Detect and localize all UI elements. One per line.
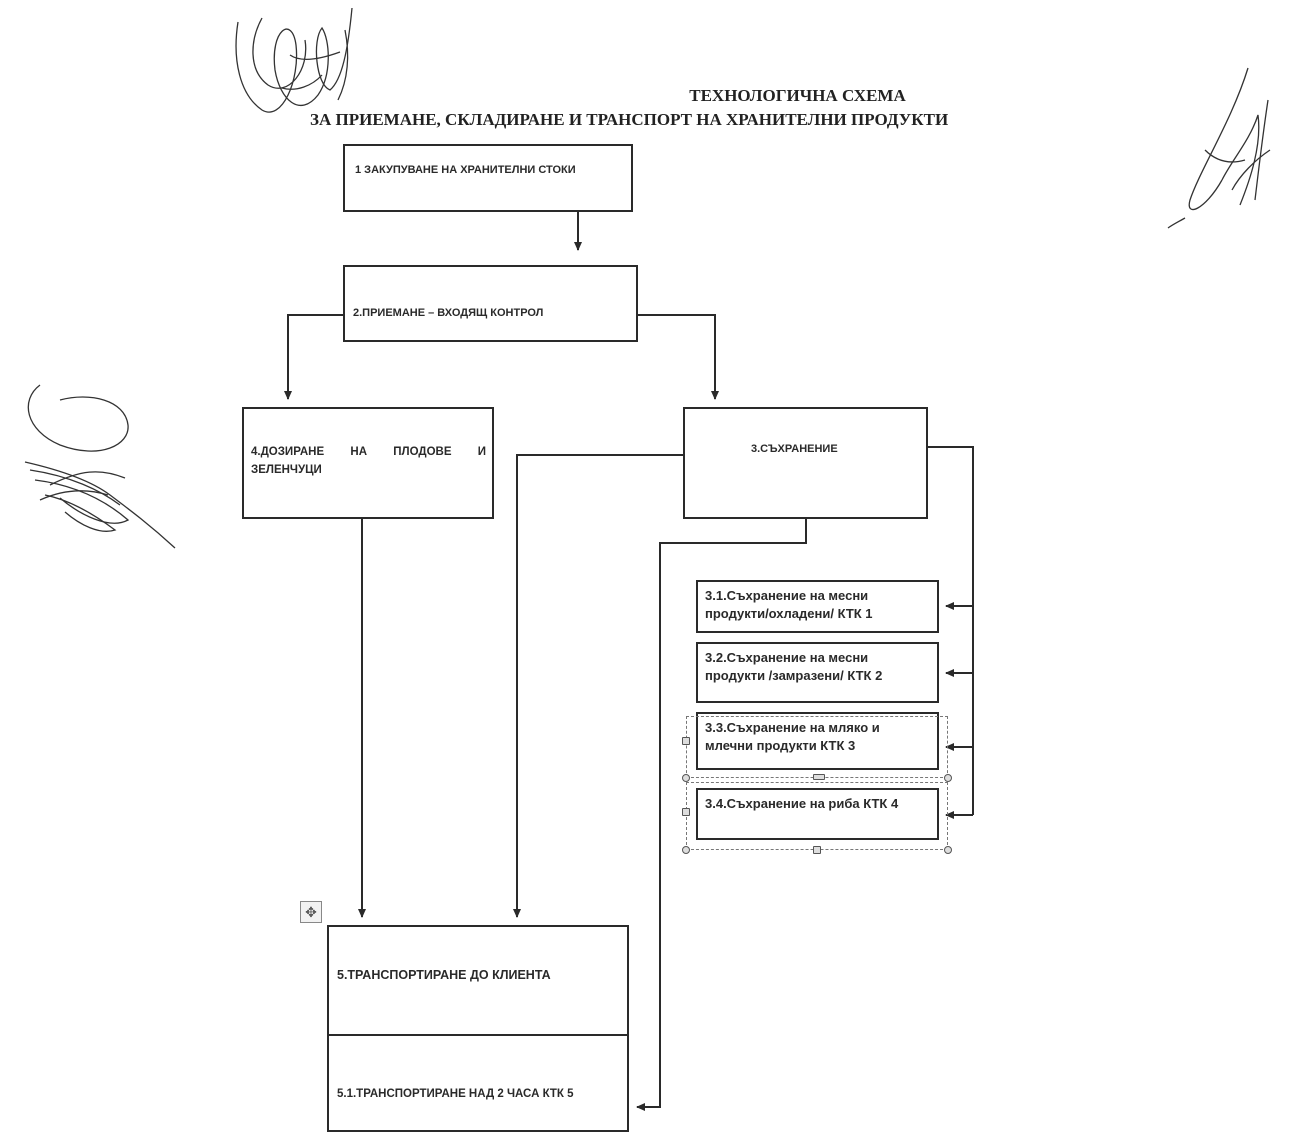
storage-branch-bus bbox=[928, 446, 974, 815]
resize-handle[interactable] bbox=[813, 846, 821, 854]
step-4-box[interactable]: 4.ДОЗИРАНЕ НА ПЛОДОВЕ И ЗЕЛЕНЧУЦИ bbox=[242, 407, 494, 519]
arrow-2-to-4 bbox=[284, 314, 345, 400]
move-icon[interactable]: ✥ bbox=[300, 901, 322, 923]
step-3-box[interactable]: 3.СЪХРАНЕНИЕ bbox=[683, 407, 928, 519]
signature-top-left-icon bbox=[235, 7, 353, 113]
step-3-label: 3.СЪХРАНЕНИЕ bbox=[751, 443, 838, 455]
step-51-box[interactable]: 5.1.ТРАНСПОРТИРАНЕ НАД 2 ЧАСА КТК 5 bbox=[327, 1034, 629, 1132]
storage-32-box[interactable]: 3.2.Съхранение на месни продукти /замраз… bbox=[696, 642, 939, 703]
storage-33-box[interactable]: 3.3.Съхранение на мляко и млечни продукт… bbox=[696, 712, 939, 770]
storage-31-box[interactable]: 3.1.Съхранение на месни продукти/охладен… bbox=[696, 580, 939, 633]
resize-handle[interactable] bbox=[944, 846, 952, 854]
arrow-3-to-51 bbox=[636, 519, 807, 1111]
step-51-label: 5.1.ТРАНСПОРТИРАНЕ НАД 2 ЧАСА КТК 5 bbox=[337, 1088, 574, 1100]
resize-handle[interactable] bbox=[682, 808, 690, 816]
step-4-label: 4.ДОЗИРАНЕ НА ПЛОДОВЕ И ЗЕЛЕНЧУЦИ bbox=[251, 446, 486, 476]
diagram-title: ТЕХНОЛОГИЧНА СХЕМА bbox=[689, 86, 906, 105]
storage-34-box[interactable]: 3.4.Съхранение на риба КТК 4 bbox=[696, 788, 939, 840]
resize-handle[interactable] bbox=[682, 846, 690, 854]
arrow-2-to-3 bbox=[638, 314, 719, 400]
step-1-label: 1 ЗАКУПУВАНЕ НА ХРАНИТЕЛНИ СТОКИ bbox=[355, 164, 576, 176]
selection-frame-34[interactable] bbox=[686, 782, 948, 850]
signature-top-right-icon bbox=[1167, 67, 1271, 229]
signature-left-icon bbox=[24, 384, 176, 549]
step-2-box[interactable]: 2.ПРИЕМАНЕ – ВХОДЯЩ КОНТРОЛ bbox=[343, 265, 638, 342]
resize-handle[interactable] bbox=[682, 774, 690, 782]
resize-handle[interactable] bbox=[682, 737, 690, 745]
step-5-label: 5.ТРАНСПОРТИРАНЕ ДО КЛИЕНТА bbox=[337, 968, 551, 982]
arrow-3-to-5 bbox=[513, 454, 683, 918]
diagram-subtitle: ЗА ПРИЕМАНЕ, СКЛАДИРАНЕ И ТРАНСПОРТ НА Х… bbox=[310, 110, 949, 129]
resize-handle[interactable] bbox=[944, 774, 952, 782]
step-5-box[interactable]: 5.ТРАНСПОРТИРАНЕ ДО КЛИЕНТА bbox=[327, 925, 629, 1036]
resize-handle[interactable] bbox=[813, 774, 825, 780]
step-1-box[interactable]: 1 ЗАКУПУВАНЕ НА ХРАНИТЕЛНИ СТОКИ bbox=[343, 144, 633, 212]
selection-frame-33[interactable] bbox=[686, 716, 948, 778]
step-2-label: 2.ПРИЕМАНЕ – ВХОДЯЩ КОНТРОЛ bbox=[353, 307, 544, 319]
